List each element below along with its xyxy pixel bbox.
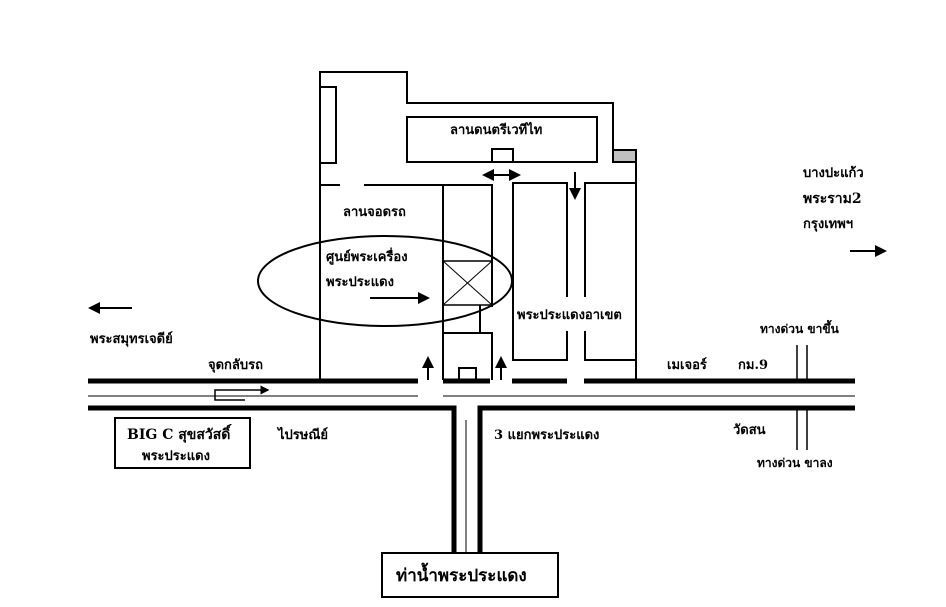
stairs-box <box>442 260 493 306</box>
amulet-center-highlight <box>257 235 513 327</box>
u-turn-label: จุดกลับรถ <box>208 358 264 373</box>
bigc-label-2: พระประแดง <box>142 449 210 464</box>
expressway-down-label: ทางด่วน ขาลง <box>757 456 833 470</box>
pier-box <box>381 552 559 598</box>
parking-label: ลานจอดรถ <box>343 205 406 220</box>
major-label: เมเจอร์ <box>667 358 707 373</box>
arcade-block-2 <box>584 182 636 361</box>
arcade-label: พระประแดงอาเขต <box>517 308 622 323</box>
gray-marker <box>612 149 637 163</box>
arcade-block-1 <box>512 182 568 361</box>
expressway-up-label: ทางด่วน ขาขึ้น <box>760 322 839 336</box>
stage-entrance <box>491 148 514 163</box>
bigc-label: BIG C สุขสวัสดิ์ <box>127 427 231 443</box>
side-block <box>319 86 337 164</box>
samut-chedi-label: พระสมุทรเจดีย์ <box>90 332 173 347</box>
destination-label-2: พระราม2 <box>803 191 862 207</box>
destination-label: บางปะแก้ว <box>803 166 864 181</box>
bigc-box <box>114 417 251 469</box>
gate-box <box>458 367 477 381</box>
post-office-label: ไปรษณีย์ <box>278 428 329 443</box>
destination-label-3: กรุงเทพฯ <box>803 217 854 232</box>
expressway <box>796 345 808 450</box>
u-turn-icon <box>214 385 270 401</box>
amulet-center-label-2: พระประแดง <box>326 275 394 290</box>
amulet-center-label: ศูนย์พระเครื่อง <box>326 250 408 265</box>
main-road <box>88 378 855 553</box>
music-stage-label: ลานดนตรีเวทีไท <box>450 123 543 138</box>
wat-son-label: วัดสน <box>733 423 766 438</box>
km9-label: กม.9 <box>738 358 769 373</box>
pier-label: ท่าน้ำพระประแดง <box>396 566 527 586</box>
junction-label: 3 แยกพระประแดง <box>494 428 600 443</box>
